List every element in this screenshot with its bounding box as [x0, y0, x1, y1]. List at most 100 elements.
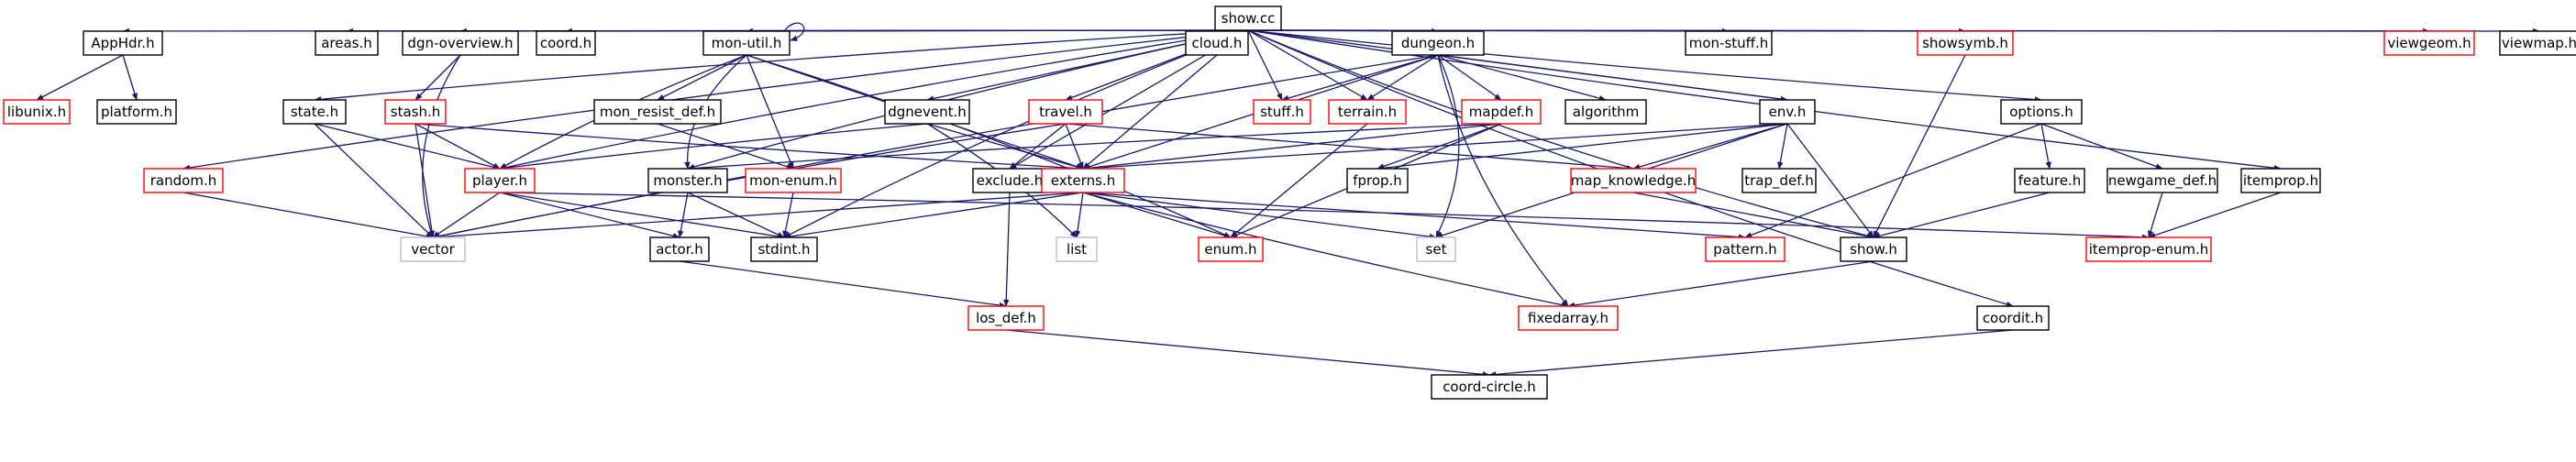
edge-feature_h-to-show_h: [1873, 192, 2051, 239]
node-options-h[interactable]: options.h: [2000, 99, 2083, 125]
edge-show_cc-to-mon_util_h: [746, 28, 1249, 35]
node-box: [3, 99, 71, 125]
node-fixedarray-h[interactable]: fixedarray.h: [1518, 305, 1619, 331]
edge-options_h-to-newgame_def_h: [2040, 123, 2163, 170]
node-env-h[interactable]: env.h: [1759, 99, 1816, 125]
node-box: [1741, 168, 1817, 193]
node-show-h[interactable]: show.h: [1840, 236, 1907, 262]
node-stash-h[interactable]: stash.h: [384, 99, 447, 125]
node-label: externs.h: [1051, 172, 1115, 189]
node-label: dgn-overview.h: [407, 35, 513, 51]
edge-travel_h-to-map_knowledge_h: [1065, 123, 1634, 171]
node-state-h[interactable]: state.h: [282, 99, 347, 125]
edge-stash_h-to-vector: [415, 123, 436, 238]
node-box: [972, 168, 1047, 193]
node-set[interactable]: set: [1416, 236, 1456, 262]
node-fprop-h[interactable]: fprop.h: [1346, 168, 1409, 193]
node-box: [2240, 168, 2321, 193]
node-dgnevent-h[interactable]: dgnevent.h: [884, 99, 970, 125]
node-map-knowledge-h[interactable]: map_knowledge.h: [1570, 168, 1697, 193]
node-mapdef-h[interactable]: mapdef.h: [1461, 99, 1542, 125]
edge-apphdr_h-to-libunix_h: [36, 54, 124, 101]
node-stuff-h[interactable]: stuff.h: [1253, 99, 1311, 125]
node-stdint-h[interactable]: stdint.h: [750, 236, 818, 262]
node-coord-h[interactable]: coord.h: [536, 30, 596, 56]
node-box: [1976, 305, 2050, 331]
edge-externs_h-to-set: [1082, 192, 1437, 240]
node-terrain-h[interactable]: terrain.h: [1328, 99, 1407, 125]
node-algorithm[interactable]: algorithm: [1564, 99, 1647, 125]
node-mon-enum-h[interactable]: mon-enum.h: [745, 168, 842, 193]
node-random-h[interactable]: random.h: [143, 168, 224, 193]
node-mon-util-h[interactable]: mon-util.h: [702, 30, 790, 56]
node-box: [884, 99, 970, 125]
node-box: [1840, 236, 1907, 262]
node-box: [1685, 30, 1773, 56]
node-exclude-h[interactable]: exclude.h: [972, 168, 1047, 193]
node-viewmap-h[interactable]: viewmap.h: [2499, 30, 2576, 56]
edge-externs_h-to-list: [1074, 192, 1084, 238]
edge-player_h-to-vector: [432, 192, 501, 238]
node-mon-resist-def-h[interactable]: mon_resist_def.h: [593, 99, 722, 125]
node-platform-h[interactable]: platform.h: [96, 99, 177, 125]
edge-dungeon_h-to-terrain_h: [1366, 54, 1439, 101]
node-pattern-h[interactable]: pattern.h: [1705, 236, 1786, 262]
node-los-def-h[interactable]: los_def.h: [967, 305, 1045, 331]
node-box: [593, 99, 722, 125]
node-box: [2085, 236, 2212, 262]
node-label: actor.h: [656, 241, 703, 258]
edge-los_def_h-to-coord_circle_h: [1005, 329, 1490, 378]
node-areas-h[interactable]: areas.h: [315, 30, 379, 56]
node-label: showsymb.h: [1922, 35, 2008, 51]
edge-dungeon_h-to-stuff_h: [1281, 54, 1439, 102]
node-box: [2000, 99, 2083, 125]
edge-apphdr_h-to-platform_h: [122, 54, 138, 101]
node-externs-h[interactable]: externs.h: [1041, 168, 1125, 193]
node-box: [1416, 236, 1456, 262]
node-actor-h[interactable]: actor.h: [649, 236, 710, 262]
node-label: AppHdr.h: [91, 35, 154, 51]
node-label: map_knowledge.h: [1571, 172, 1696, 190]
node-box: [400, 236, 466, 262]
node-coordit-h[interactable]: coordit.h: [1976, 305, 2050, 331]
node-label: coord-circle.h: [1443, 379, 1536, 395]
node-trap-def-h[interactable]: trap_def.h: [1741, 168, 1817, 193]
node-monster-h[interactable]: monster.h: [647, 168, 728, 193]
node-viewgeom-h[interactable]: viewgeom.h: [2383, 30, 2475, 56]
node-travel-h[interactable]: travel.h: [1028, 99, 1103, 125]
node-list[interactable]: list: [1056, 236, 1098, 262]
node-cloud-h[interactable]: cloud.h: [1185, 30, 1249, 56]
node-feature-h[interactable]: feature.h: [2014, 168, 2085, 193]
node-label: platform.h: [101, 104, 172, 120]
node-coord-circle-h[interactable]: coord-circle.h: [1431, 374, 1548, 400]
node-enum-h[interactable]: enum.h: [1198, 236, 1264, 262]
edge-player_h-to-stdint_h: [499, 192, 785, 240]
node-itemprop-h[interactable]: itemprop.h: [2240, 168, 2321, 193]
node-dgn-overview-h[interactable]: dgn-overview.h: [402, 30, 519, 56]
node-box: [1570, 168, 1697, 193]
edge-dungeon_h-to-fixedarray_h: [1437, 54, 1569, 307]
node-itemprop-enum-h[interactable]: itemprop-enum.h: [2085, 236, 2212, 262]
edges-layer: [36, 22, 2540, 378]
node-box: [1056, 236, 1098, 262]
node-label: pattern.h: [1713, 241, 1776, 258]
edge-show_cc-to-terrain_h: [1247, 29, 1368, 101]
node-box: [1461, 99, 1542, 125]
node-box: [1041, 168, 1125, 193]
node-libunix-h[interactable]: libunix.h: [3, 99, 71, 125]
edge-show_cc-to-viewmap_h: [1247, 28, 2540, 35]
edge-exclude_h-to-los_def_h: [1003, 192, 1011, 307]
node-show-cc[interactable]: show.cc: [1214, 6, 1282, 31]
node-label: dgnevent.h: [888, 104, 967, 120]
node-box: [1518, 305, 1619, 331]
node-player-h[interactable]: player.h: [464, 168, 536, 193]
node-showsymb-h[interactable]: showsymb.h: [1917, 30, 2014, 56]
node-newgame-def-h[interactable]: newgame_def.h: [2106, 168, 2218, 193]
node-apphdr-h[interactable]: AppHdr.h: [83, 30, 163, 56]
node-mon-stuff-h[interactable]: mon-stuff.h: [1685, 30, 1773, 56]
node-vector[interactable]: vector: [400, 236, 466, 262]
edge-monster_h-to-stdint_h: [687, 192, 785, 238]
edge-mapdef_h-to-externs_h: [1082, 123, 1502, 171]
node-dungeon-h[interactable]: dungeon.h: [1391, 30, 1485, 56]
